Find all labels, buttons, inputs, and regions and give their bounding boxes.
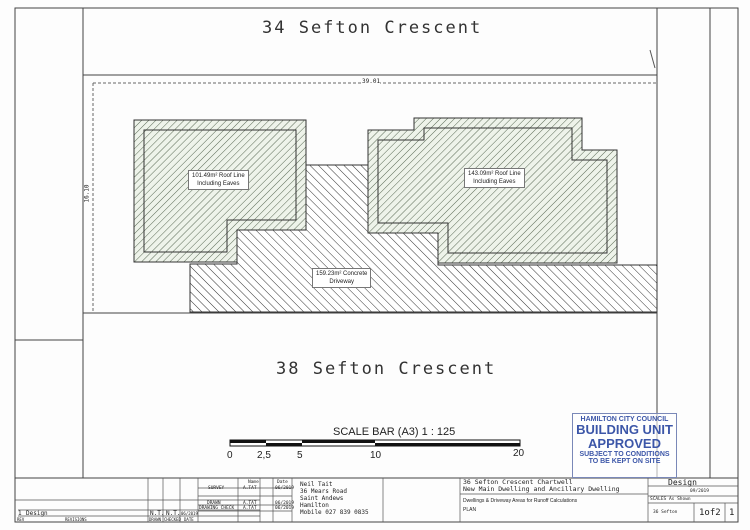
drawing-status: Design [668, 478, 697, 487]
designer-name: Neil Tait [300, 481, 333, 488]
designer-address: Saint Andews [300, 495, 344, 502]
scale-tick: 2,5 [257, 450, 271, 461]
drawing-line: Dwellings & Driveway Areas for Runoff Ca… [463, 498, 578, 504]
sheet-number: 1of2 [699, 508, 721, 518]
signoff-role: DRAWN [207, 501, 221, 506]
revision-description: Design [26, 510, 48, 517]
designer-address: 36 Mears Road [300, 488, 347, 495]
stamp-text: BUILDING UNIT [576, 422, 673, 437]
dwelling-right [367, 117, 618, 264]
scale-tick: 5 [297, 450, 303, 461]
area-note: Driveway [329, 279, 355, 285]
header: CHECKED [164, 517, 181, 522]
boundary-width-dimension: 39.01 [362, 78, 381, 85]
revision-date: 06/2019 [181, 511, 198, 516]
drawing-date: 09/2019 [690, 489, 709, 494]
signoff-role: SURVEY [208, 486, 225, 491]
council-approval-stamp: HAMILTON CITY COUNCIL BUILDING UNIT APPR… [572, 413, 677, 478]
stamp-text: SUBJECT TO CONDITIONS [579, 451, 670, 458]
scale-bar [229, 439, 521, 447]
stamp-text: HAMILTON CITY COUNCIL [580, 416, 669, 423]
stamp-text: APPROVED [588, 436, 661, 451]
signoff-name: A.TAT [243, 506, 257, 511]
stamp-text: TO BE KEPT ON SITE [588, 458, 661, 465]
header: REV [17, 517, 25, 522]
header: Name [248, 480, 259, 485]
signoff-name: A.TAT [243, 501, 257, 506]
revision-number: 1 [18, 510, 22, 517]
scale-bar-title: SCALE BAR (A3) 1 : 125 [333, 426, 456, 438]
project-title: 36 Sefton Crescent Chartwell New Main Dw… [463, 479, 620, 493]
street-name-bottom: 38 Sefton Crescent [276, 359, 497, 379]
area-value: 143.09m² Roof Line [468, 171, 521, 177]
dwelling-left [133, 119, 307, 263]
header: Date [277, 480, 288, 485]
area-note: Including Eaves [473, 179, 516, 185]
drawing-title: Dwellings & Driveway Areas for Runoff Ca… [463, 497, 577, 515]
signoff-name: A.TAT [243, 486, 257, 491]
project-line: 36 Sefton Crescent Chartwell [463, 478, 573, 486]
designer-address: Hamilton [300, 502, 329, 509]
project-number: 36 Sefton [653, 510, 678, 515]
area-value: 159.23m² Concrete [316, 271, 368, 277]
boundary-depth-dimension: 16.10 [83, 184, 91, 203]
header: DRAWN [149, 517, 162, 522]
header: DATE [184, 517, 194, 522]
drawing-scale: SCALES As Shown [650, 497, 691, 502]
signoff-role: DRAWING CHECK [199, 506, 235, 511]
signoff-date: 06/2019 [275, 506, 294, 511]
area-value: 101.49m² Roof Line [192, 173, 245, 179]
revision-drawn: N.T. [150, 510, 165, 517]
scale-tick: 20 [513, 448, 525, 459]
header: REVISIONS [65, 517, 87, 522]
signoff-date: 06/2019 [275, 501, 294, 506]
revision-checked: N.T. [166, 510, 181, 517]
signoff-date: 06/2019 [275, 486, 294, 491]
scale-tick: 10 [370, 450, 382, 461]
drawing-line: PLAN [463, 507, 477, 513]
designer-phone: Mobile 027 839 0835 [300, 509, 369, 516]
designer-details: Neil Tait 36 Mears Road Saint Andews Ham… [300, 481, 369, 516]
scale-tick: 0 [227, 450, 233, 461]
project-line: New Main Dwelling and Ancillary Dwelling [463, 485, 620, 493]
area-note: Including Eaves [197, 181, 240, 187]
street-name-top: 34 Sefton Crescent [262, 18, 483, 38]
revision-no: 1 [729, 508, 735, 518]
